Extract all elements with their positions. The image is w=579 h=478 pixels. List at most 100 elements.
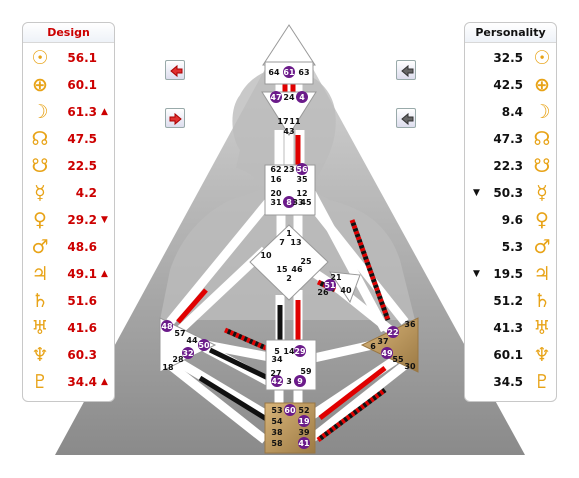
gate-9[interactable]: 9 <box>297 377 303 386</box>
saturn-icon: ♄ <box>533 290 551 312</box>
design-row-saturn: ♄ 51.6 <box>23 288 114 314</box>
design-next-button[interactable] <box>165 108 185 128</box>
gate-14[interactable]: 14 <box>283 347 295 356</box>
gate-3[interactable]: 3 <box>286 377 292 386</box>
active-gate-marker <box>294 345 306 357</box>
gate-2[interactable]: 2 <box>286 274 292 283</box>
gate-40[interactable]: 40 <box>340 286 352 295</box>
design-row-south-node: ☋22.5 <box>23 153 114 179</box>
gate-10[interactable]: 10 <box>260 251 272 260</box>
earth-icon: ⊕ <box>534 74 550 96</box>
direction-arrow: ▲ <box>101 269 108 279</box>
gate-1[interactable]: 1 <box>286 229 292 238</box>
gate-50[interactable]: 50 <box>198 341 210 350</box>
gate-33[interactable]: 33 <box>292 198 303 207</box>
saturn-icon: ♄ <box>31 290 49 312</box>
design-row-earth: ⊕60.1 <box>23 72 114 98</box>
gate-57[interactable]: 57 <box>174 329 185 338</box>
gate-37[interactable]: 37 <box>377 337 388 346</box>
gate-63[interactable]: 63 <box>298 68 309 77</box>
gate-45[interactable]: 45 <box>300 198 312 207</box>
gate-31[interactable]: 31 <box>270 198 282 207</box>
design-row-moon: ☽61.3▲ <box>23 99 114 125</box>
gate-25[interactable]: 25 <box>300 257 312 266</box>
design-value: 60.1 <box>67 78 97 92</box>
direction-arrow: ▲ <box>101 377 108 387</box>
gate-59[interactable]: 59 <box>300 367 312 376</box>
gate-17[interactable]: 17 <box>277 117 288 126</box>
direction-arrow: ▼ <box>473 188 480 198</box>
gate-7[interactable]: 7 <box>279 238 285 247</box>
gate-23[interactable]: 23 <box>283 165 294 174</box>
gate-11[interactable]: 11 <box>289 117 301 126</box>
gate-52[interactable]: 52 <box>298 406 309 415</box>
gate-34[interactable]: 34 <box>271 355 283 364</box>
gate-41[interactable]: 41 <box>298 439 310 448</box>
gate-12[interactable]: 12 <box>296 189 307 198</box>
gate-39[interactable]: 39 <box>298 428 310 437</box>
personality-row-uranus: 41.3 ♅ <box>465 315 556 341</box>
personality-value: 41.3 <box>493 321 523 335</box>
gate-49[interactable]: 49 <box>381 349 393 358</box>
gate-61[interactable]: 61 <box>283 68 295 77</box>
gate-58[interactable]: 58 <box>271 439 283 448</box>
gate-26[interactable]: 26 <box>317 288 329 297</box>
mars-icon: ♂ <box>533 236 551 258</box>
uranus-icon: ♅ <box>533 317 551 339</box>
gate-36[interactable]: 36 <box>404 320 416 329</box>
gate-55[interactable]: 55 <box>392 355 404 364</box>
gate-60[interactable]: 60 <box>284 406 296 415</box>
gate-18[interactable]: 18 <box>162 363 174 372</box>
design-row-jupiter: ♃49.1▲ <box>23 261 114 287</box>
gate-32[interactable]: 32 <box>182 349 193 358</box>
gate-47[interactable]: 47 <box>270 93 281 102</box>
gate-38[interactable]: 38 <box>271 428 283 437</box>
gate-28[interactable]: 28 <box>172 355 184 364</box>
design-value: 34.4 <box>67 375 97 389</box>
active-gate-marker <box>270 91 282 103</box>
personality-value: 42.5 <box>493 78 523 92</box>
design-value: 56.1 <box>67 51 97 65</box>
gate-21[interactable]: 21 <box>330 273 342 282</box>
gate-42[interactable]: 42 <box>271 377 282 386</box>
mercury-icon: ☿ <box>536 182 548 204</box>
gate-16[interactable]: 16 <box>270 175 282 184</box>
gate-48[interactable]: 48 <box>161 322 173 331</box>
gate-6[interactable]: 6 <box>370 342 376 351</box>
personality-prev-button[interactable] <box>396 60 416 80</box>
gate-4[interactable]: 4 <box>299 93 305 102</box>
design-value: 22.5 <box>67 159 97 173</box>
personality-row-moon: 8.4☽ <box>465 99 556 125</box>
design-prev-button[interactable] <box>165 60 185 80</box>
gate-44[interactable]: 44 <box>186 336 198 345</box>
gate-27[interactable]: 27 <box>270 369 281 378</box>
gate-24[interactable]: 24 <box>283 93 295 102</box>
design-value: 51.6 <box>67 294 97 308</box>
gate-22[interactable]: 22 <box>387 328 398 337</box>
gate-29[interactable]: 29 <box>294 347 306 356</box>
gate-62[interactable]: 62 <box>270 165 281 174</box>
gate-30[interactable]: 30 <box>404 362 416 371</box>
gate-35[interactable]: 35 <box>296 175 308 184</box>
active-gate-marker <box>324 279 336 291</box>
jupiter-icon: ♃ <box>31 263 49 285</box>
gate-53[interactable]: 53 <box>271 406 282 415</box>
gate-64[interactable]: 64 <box>268 68 280 77</box>
personality-next-button[interactable] <box>396 108 416 128</box>
gate-20[interactable]: 20 <box>270 189 282 198</box>
gate-46[interactable]: 46 <box>291 265 303 274</box>
gate-51[interactable]: 51 <box>324 281 336 290</box>
personality-value: 50.3 <box>493 186 523 200</box>
gate-54[interactable]: 54 <box>271 417 283 426</box>
gate-13[interactable]: 13 <box>290 238 301 247</box>
design-title: Design <box>23 23 114 43</box>
active-gate-marker <box>296 163 308 175</box>
personality-row-pluto: 34.5♇ <box>465 369 556 395</box>
gate-5[interactable]: 5 <box>274 347 280 356</box>
gate-15[interactable]: 15 <box>276 265 288 274</box>
gate-19[interactable]: 19 <box>298 417 310 426</box>
gate-56[interactable]: 56 <box>296 165 308 174</box>
gate-8[interactable]: 8 <box>286 198 292 207</box>
gate-43[interactable]: 43 <box>283 127 294 136</box>
